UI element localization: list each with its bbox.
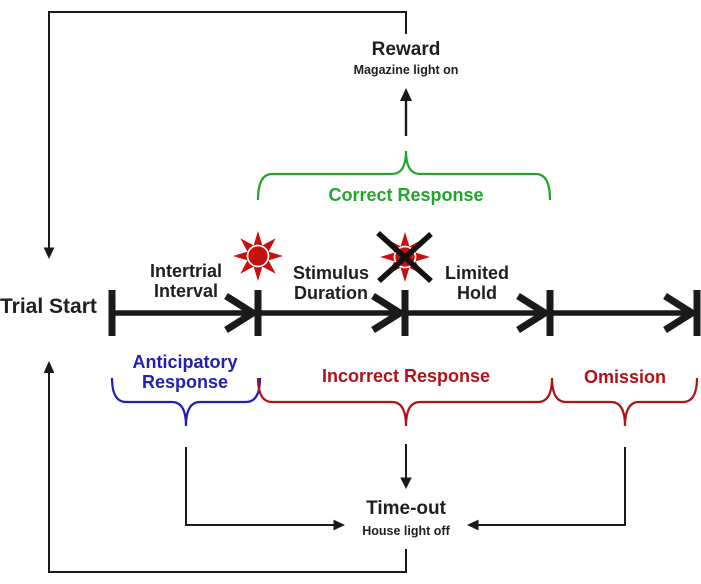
timeout-subtitle: House light off <box>362 524 450 538</box>
segment-label-stimulus-duration: Stimulus Duration <box>292 263 370 303</box>
incorrect-to-timeout-arrow <box>400 444 412 489</box>
correct-response-brace <box>256 150 552 201</box>
arrow-up-icon <box>43 361 55 373</box>
arrow-up-icon <box>400 88 412 101</box>
anticipatory-response-label: Anticipatory Response <box>132 352 238 392</box>
arrow-right-icon <box>333 519 345 531</box>
arrow-down-icon <box>43 247 55 259</box>
stimulus-light-icon <box>233 231 283 281</box>
stimulus-light-crossed-icon <box>376 230 433 284</box>
arrow-right-icon <box>224 293 260 333</box>
anticipatory-to-timeout-line <box>185 447 345 531</box>
correct-to-reward-arrow <box>400 88 412 136</box>
omission-brace <box>550 377 699 427</box>
timeout-to-trial-start-line <box>43 361 407 573</box>
anticipatory-response-brace <box>110 377 262 427</box>
arrow-right-icon <box>516 293 552 333</box>
timeout-title: Time-out <box>366 498 446 519</box>
segment-label-intertrial-interval: Intertrial Interval <box>149 261 223 301</box>
arrow-down-icon <box>400 477 412 489</box>
incorrect-response-brace <box>256 377 554 427</box>
arrow-left-icon <box>467 519 479 531</box>
timeline-arrowheads <box>224 293 699 333</box>
reward-to-trial-start-line <box>43 11 407 259</box>
arrow-right-icon <box>371 293 407 333</box>
omission-label: Omission <box>583 367 667 387</box>
trial-start-label: Trial Start <box>0 295 97 318</box>
reward-title: Reward <box>371 39 441 60</box>
arrow-right-icon <box>663 293 699 333</box>
correct-response-label: Correct Response <box>328 185 484 205</box>
x-mark-icon <box>376 230 433 284</box>
segment-label-limited-hold: Limited Hold <box>444 263 510 303</box>
omission-to-timeout-line <box>467 447 626 531</box>
incorrect-response-label: Incorrect Response <box>321 366 491 386</box>
reward-subtitle: Magazine light on <box>353 63 459 77</box>
timeline <box>108 290 701 336</box>
